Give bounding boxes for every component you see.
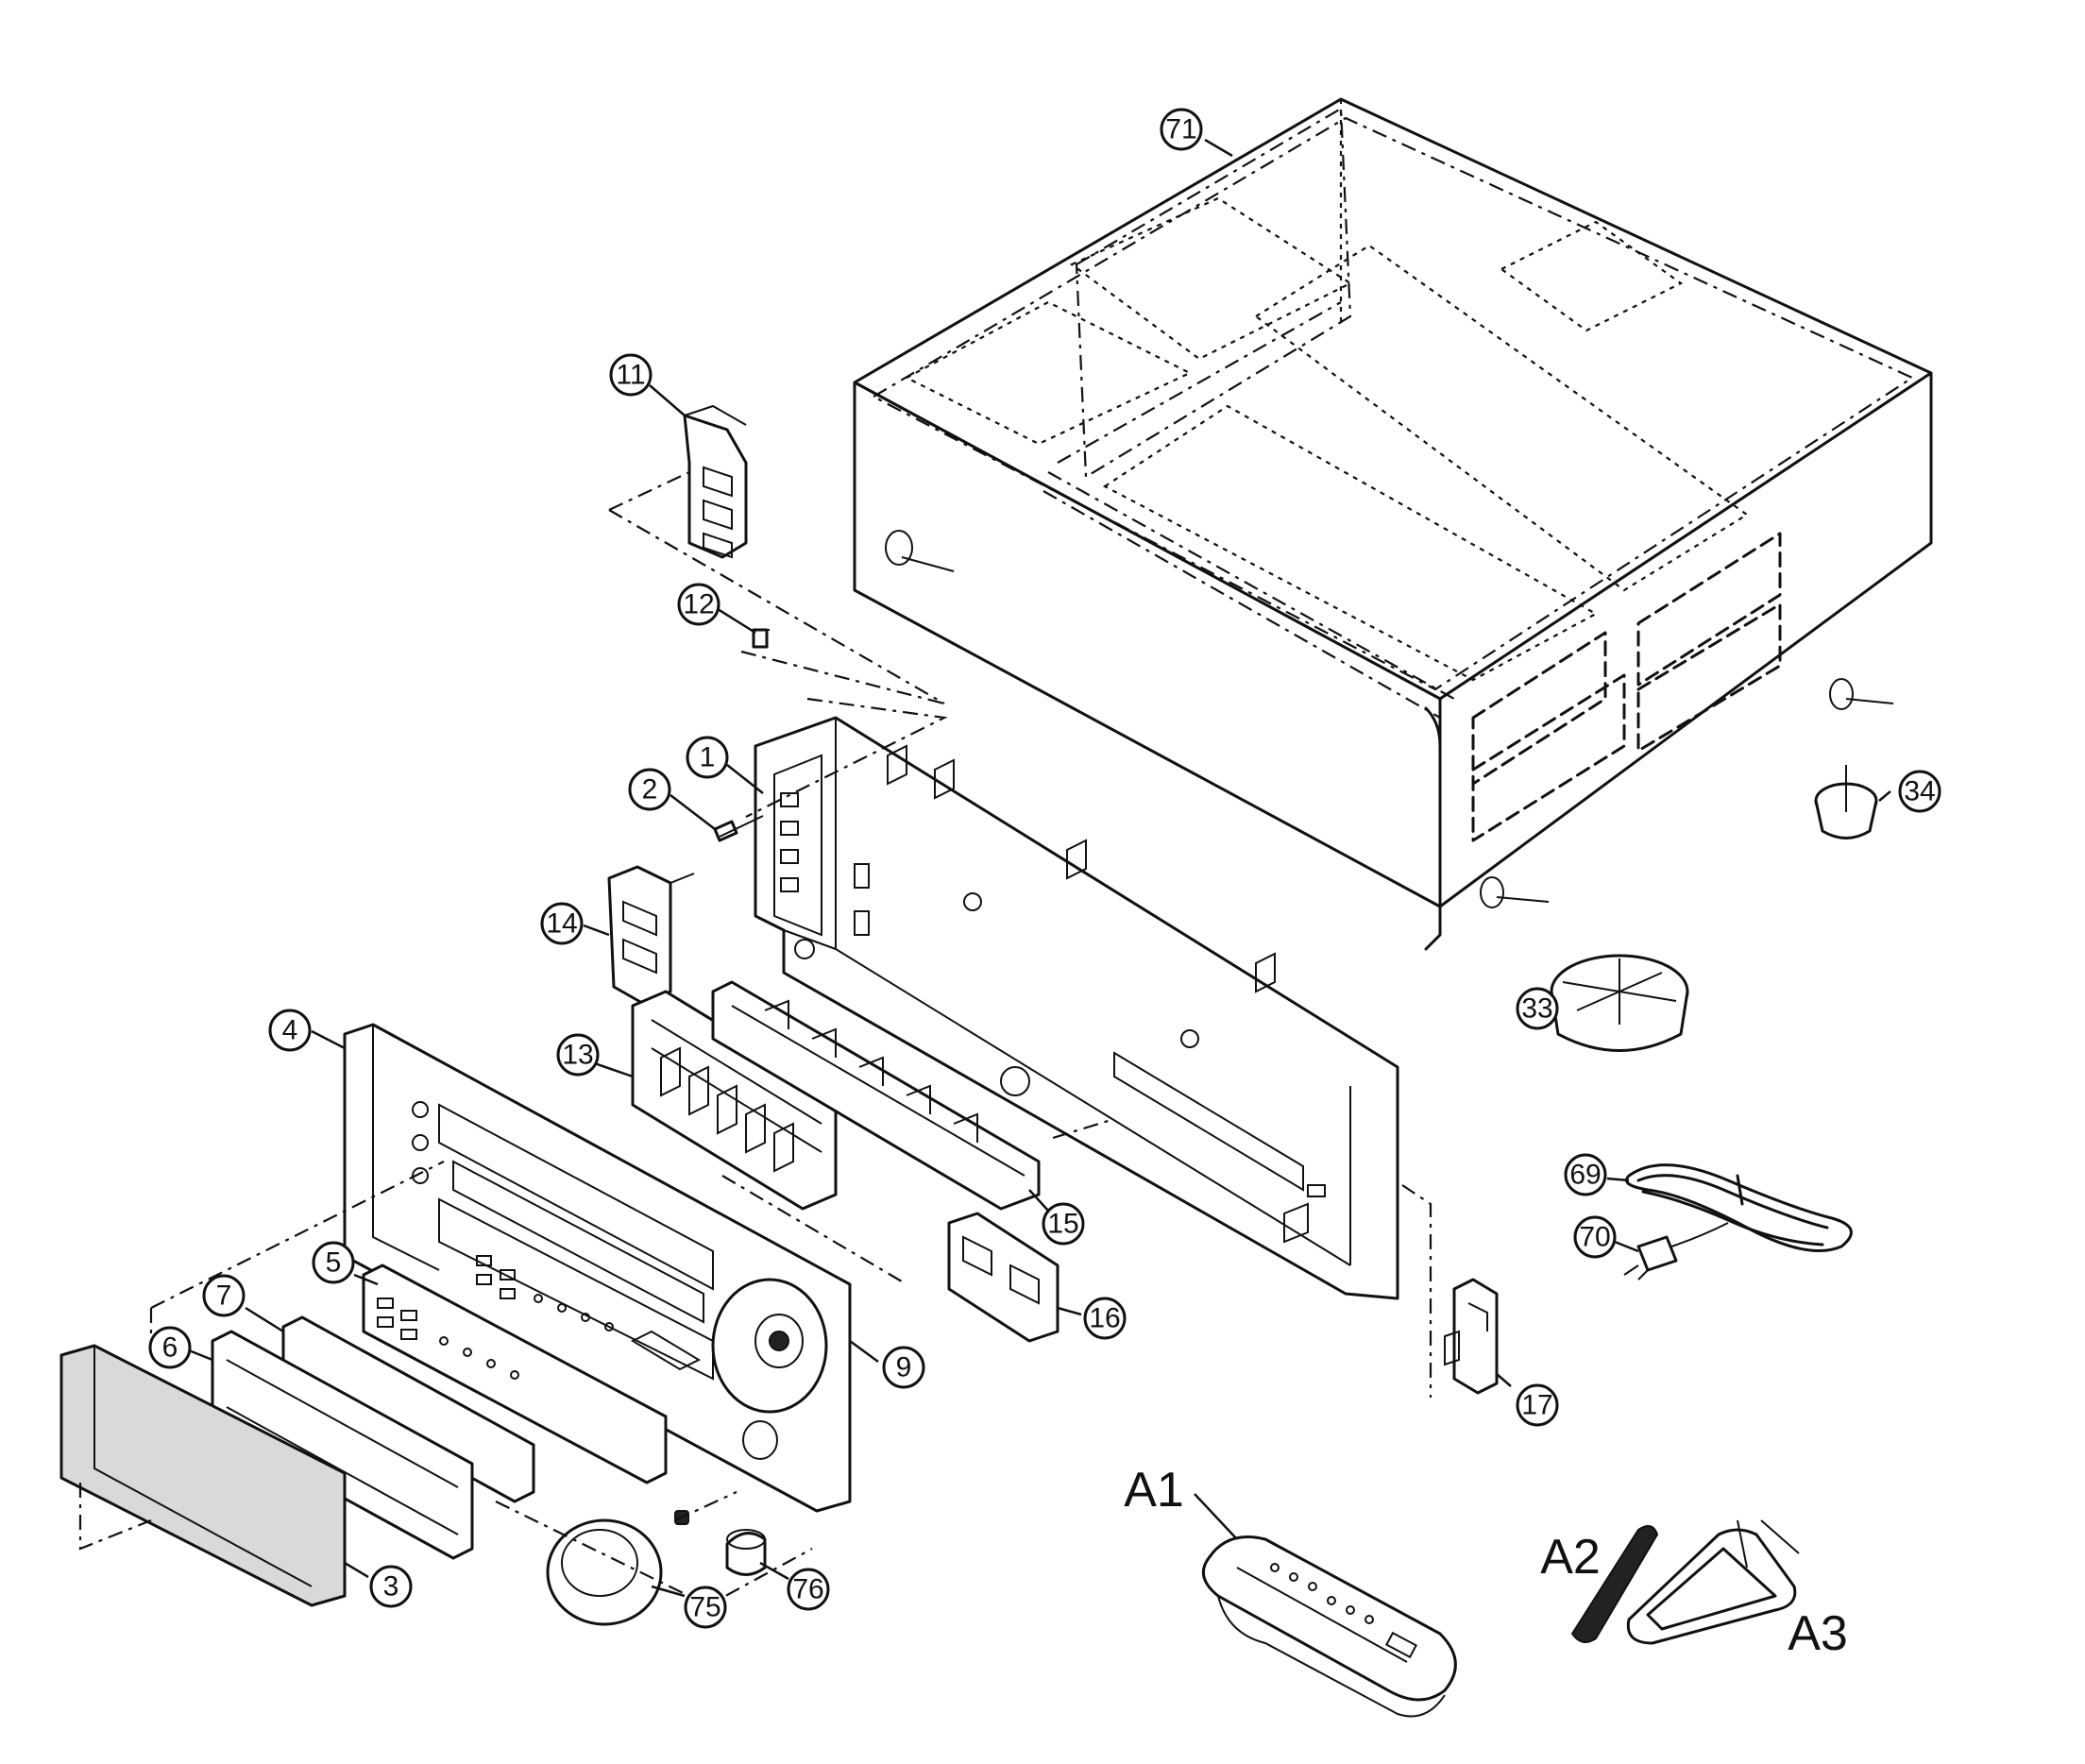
screw-12-part xyxy=(751,628,770,649)
label-a1: A1 xyxy=(1124,1463,1184,1518)
label-a3: A3 xyxy=(1788,1606,1848,1661)
callout-69: 69 xyxy=(1564,1153,1607,1196)
bracket-14-part xyxy=(607,865,695,1005)
svg-text:16: 16 xyxy=(1089,1303,1120,1334)
svg-text:70: 70 xyxy=(1579,1222,1610,1253)
front-panel-4-part xyxy=(343,1023,852,1513)
callout-71: 71 xyxy=(1160,108,1203,151)
callout-3: 3 xyxy=(369,1565,413,1608)
callout-17: 17 xyxy=(1516,1383,1559,1427)
callout-4: 4 xyxy=(268,1009,312,1052)
svg-text:75: 75 xyxy=(689,1592,720,1623)
accessory-labels: A1 A2 A3 xyxy=(1124,1463,1848,1661)
svg-text:33: 33 xyxy=(1521,993,1552,1025)
svg-text:9: 9 xyxy=(896,1352,912,1383)
callout-33: 33 xyxy=(1516,987,1559,1030)
label-a2: A2 xyxy=(1540,1530,1601,1585)
svg-text:76: 76 xyxy=(792,1574,823,1605)
callout-16: 16 xyxy=(1083,1297,1127,1340)
screw-2-part xyxy=(713,815,764,842)
svg-text:71: 71 xyxy=(1165,114,1196,145)
front-chassis-part xyxy=(754,716,1399,1300)
callout-14: 14 xyxy=(540,902,584,945)
svg-text:2: 2 xyxy=(642,774,658,806)
button-strip-15-part xyxy=(711,980,1041,1211)
callout-13: 13 xyxy=(556,1033,600,1077)
callout-7: 7 xyxy=(202,1274,246,1317)
svg-text:14: 14 xyxy=(546,908,577,940)
callout-5: 5 xyxy=(312,1241,355,1284)
bracket-11-part xyxy=(683,404,748,559)
callouts: 71 11 12 1 2 14 13 4 15 16 9 17 5 7 6 3 … xyxy=(148,108,1941,1629)
svg-text:4: 4 xyxy=(282,1015,298,1046)
svg-text:17: 17 xyxy=(1521,1390,1552,1421)
svg-text:69: 69 xyxy=(1569,1160,1601,1191)
callout-2: 2 xyxy=(628,768,671,811)
switch-17-part xyxy=(1401,1184,1499,1398)
display-board-5-part xyxy=(362,1264,668,1484)
svg-text:3: 3 xyxy=(383,1571,399,1603)
antenna-a3-part xyxy=(1626,1519,1800,1645)
callout-76: 76 xyxy=(787,1568,830,1611)
svg-text:13: 13 xyxy=(562,1040,593,1071)
svg-text:11: 11 xyxy=(616,360,645,391)
button-bar-13-part xyxy=(631,990,838,1211)
door-3-part xyxy=(59,1344,347,1607)
bracket-16-part xyxy=(947,1212,1059,1343)
plug-70-part xyxy=(1623,1222,1729,1281)
foot-33-part xyxy=(1550,954,1689,1052)
callout-15: 15 xyxy=(1042,1202,1085,1246)
power-cord-69-part xyxy=(1625,1163,1853,1252)
svg-text:7: 7 xyxy=(216,1281,232,1312)
callout-75: 75 xyxy=(684,1586,727,1629)
svg-text:5: 5 xyxy=(326,1247,342,1279)
svg-text:6: 6 xyxy=(162,1332,178,1364)
knob-76-part xyxy=(725,1529,767,1576)
svg-text:34: 34 xyxy=(1904,776,1935,807)
knob-75-part xyxy=(546,1510,689,1626)
callout-1: 1 xyxy=(686,736,729,779)
callout-11: 11 xyxy=(609,353,653,397)
svg-text:1: 1 xyxy=(700,742,716,773)
callout-12: 12 xyxy=(677,583,720,626)
callout-70: 70 xyxy=(1573,1215,1617,1259)
callout-9: 9 xyxy=(882,1346,925,1389)
svg-text:12: 12 xyxy=(683,589,714,620)
battery-a2-part xyxy=(1570,1525,1659,1643)
foot-34-part xyxy=(1814,765,1878,840)
leader-lines xyxy=(188,138,1891,1598)
callout-34: 34 xyxy=(1898,770,1941,813)
svg-text:15: 15 xyxy=(1047,1209,1078,1240)
callout-6: 6 xyxy=(148,1326,192,1369)
remote-a1-part xyxy=(1201,1535,1457,1718)
top-cover-part xyxy=(853,97,1933,951)
